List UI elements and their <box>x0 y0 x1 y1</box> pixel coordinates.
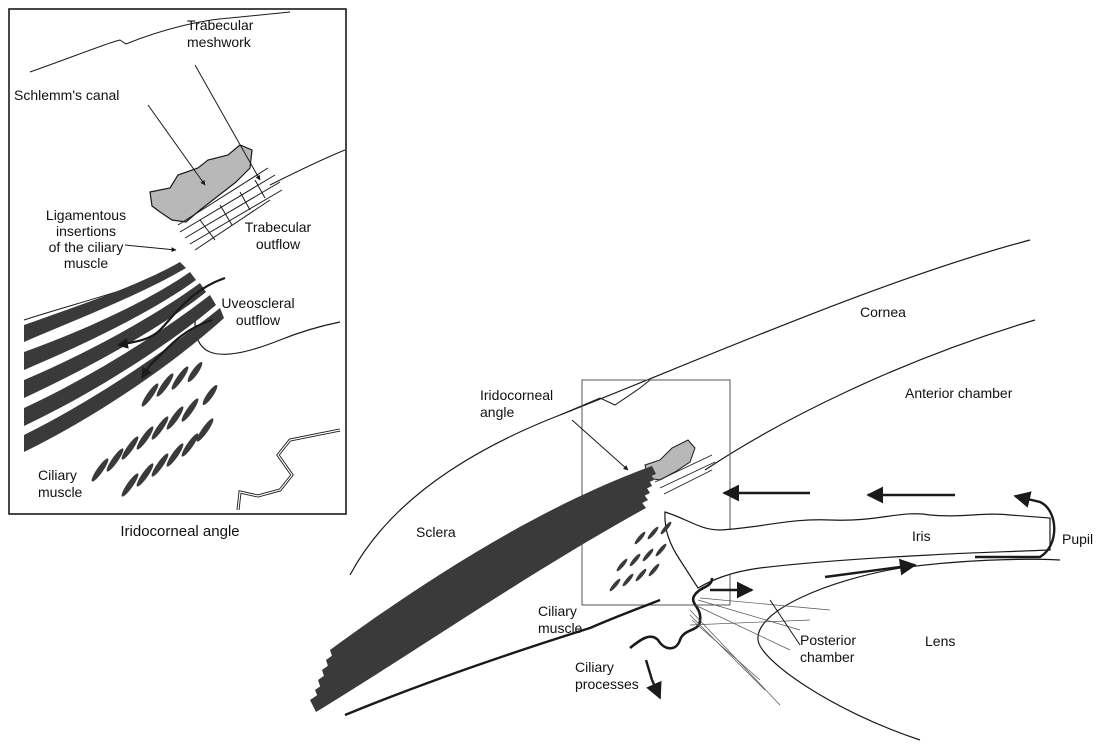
label-lens: Lens <box>925 633 955 649</box>
label-cornea: Cornea <box>860 304 906 320</box>
label-iris-line: Iris <box>912 528 931 544</box>
inset-caption: Iridocorneal angle <box>120 523 239 540</box>
ciliary-processes <box>630 578 712 648</box>
label-posterior-chamber-line: chamber <box>800 649 855 665</box>
label-anterior-chamber: Anterior chamber <box>905 385 1013 401</box>
label-trabecular-outflow-line: outflow <box>256 236 301 252</box>
label-trabecular-outflow-line: Trabecular <box>245 219 312 235</box>
label-ligamentous-insertions-line: of the ciliary <box>49 239 124 255</box>
label-ciliary-processes-line: Ciliary <box>575 659 614 675</box>
inset-ciliary-circular-fibres <box>90 360 220 498</box>
ciliary-circular-fibres-main <box>608 521 672 593</box>
label-schlemms-canal-line: Schlemm's canal <box>14 87 119 103</box>
label-cornea-line: Cornea <box>860 304 906 320</box>
label-ciliary-muscle-main-line: muscle <box>538 620 583 636</box>
label-ligamentous-insertions-line: insertions <box>56 223 116 239</box>
label-trabecular-meshwork-line: meshwork <box>187 34 252 50</box>
label-pupil: Pupil <box>1062 531 1093 547</box>
flow-arrow-posterior <box>825 565 915 577</box>
label-ciliary-processes-line: processes <box>575 676 639 692</box>
label-iridocorneal-angle-line: angle <box>480 404 514 420</box>
flow-arrow-down <box>646 660 660 698</box>
label-ligamentous-insertions-line: Ligamentous <box>46 207 126 223</box>
label-pupil-line: Pupil <box>1062 531 1093 547</box>
label-schlemms-canal: Schlemm's canal <box>14 87 119 103</box>
label-ligamentous-insertions-line: muscle <box>64 255 109 271</box>
label-trabecular-meshwork-line: Trabecular <box>187 17 254 33</box>
label-ciliary-muscle-inset-line: muscle <box>38 484 83 500</box>
label-posterior-chamber-line: Posterior <box>800 632 856 648</box>
label-sclera-line: Sclera <box>416 524 456 540</box>
inset-cornea-inner <box>270 150 345 185</box>
label-lens-line: Lens <box>925 633 955 649</box>
label-iridocorneal-angle-line: Iridocorneal <box>480 387 553 403</box>
label-ciliary-muscle-inset-line: Ciliary <box>38 467 77 483</box>
label-uveoscleral-outflow-line: outflow <box>236 312 281 328</box>
iris <box>665 512 1050 588</box>
label-ciliary-muscle-main-line: Ciliary <box>538 603 577 619</box>
label-uveoscleral-outflow-line: Uveoscleral <box>221 295 294 311</box>
label-iris: Iris <box>912 528 931 544</box>
label-anterior-chamber-line: Anterior chamber <box>905 385 1013 401</box>
inset-ciliary-muscle <box>24 262 224 452</box>
label-sclera: Sclera <box>416 524 456 540</box>
